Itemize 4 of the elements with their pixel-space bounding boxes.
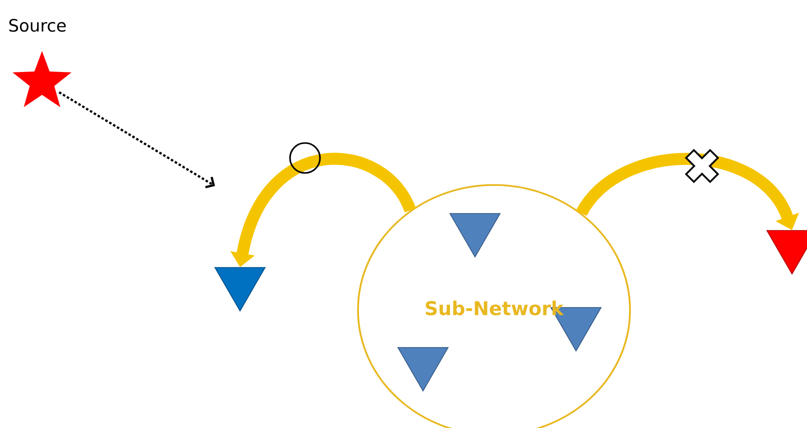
arrow — [58, 91, 215, 188]
node-label: Source — [9, 18, 66, 32]
network-label: Sub-Network — [426, 300, 564, 316]
source-star: Source — [9, 18, 72, 108]
